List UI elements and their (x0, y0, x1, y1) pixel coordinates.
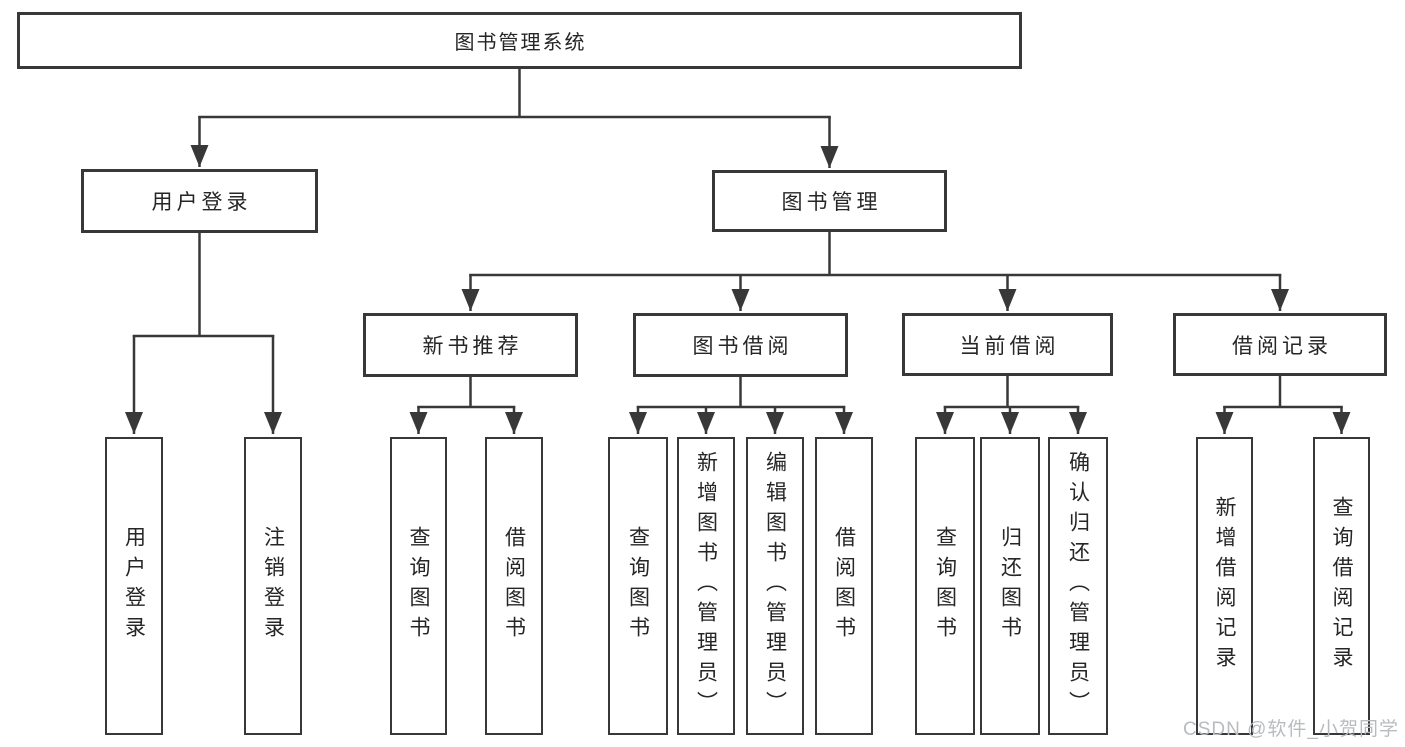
leaf-user-login: 用户登录 (105, 437, 163, 735)
leaf-label: 注销登录 (261, 526, 285, 646)
node-library-system: 图书管理系统 (17, 12, 1022, 69)
leaf-label: 查询图书 (933, 526, 957, 646)
leaf-label: 用户登录 (122, 526, 146, 646)
leaf-confirm-return-admin: 确认归还（管理员） (1048, 437, 1108, 735)
leaf-query-borrow-record: 查询借阅记录 (1313, 437, 1370, 735)
leaf-label: 查询图书 (626, 526, 650, 646)
leaf-add-borrow-record: 新增借阅记录 (1196, 437, 1253, 735)
leaf-label: 归还图书 (998, 526, 1022, 646)
node-user-login: 用户登录 (81, 169, 318, 233)
leaf-logout: 注销登录 (244, 437, 302, 735)
leaf-borrow-books: 借阅图书 (815, 437, 873, 735)
leaf-label: 查询借阅记录 (1330, 496, 1353, 676)
node-borrowing-records: 借阅记录 (1173, 313, 1387, 376)
csdn-watermark: CSDN @软件_小贺同学 (1183, 719, 1399, 740)
leaf-label: 查询图书 (407, 526, 430, 646)
node-current-borrowing: 当前借阅 (902, 313, 1113, 376)
leaf-return-books: 归还图书 (980, 437, 1040, 735)
leaf-query-books-borrow: 查询图书 (608, 437, 668, 735)
leaf-label: 新增借阅记录 (1213, 496, 1236, 676)
node-book-borrowing: 图书借阅 (633, 313, 848, 377)
node-book-management: 图书管理 (712, 170, 947, 232)
leaf-label: 借阅图书 (502, 526, 526, 646)
leaf-borrow-books-recommend: 借阅图书 (485, 437, 543, 735)
leaf-label: 编辑图书（管理员） (763, 451, 787, 721)
leaf-label: 新增图书（管理员） (694, 451, 718, 721)
node-new-book-recommend: 新书推荐 (363, 313, 578, 377)
leaf-label: 借阅图书 (832, 526, 856, 646)
leaf-add-book-admin: 新增图书（管理员） (677, 437, 735, 735)
leaf-edit-book-admin: 编辑图书（管理员） (746, 437, 804, 735)
leaf-label: 确认归还（管理员） (1066, 451, 1090, 721)
leaf-query-books-recommend: 查询图书 (390, 437, 447, 735)
leaf-query-books-current: 查询图书 (915, 437, 975, 735)
